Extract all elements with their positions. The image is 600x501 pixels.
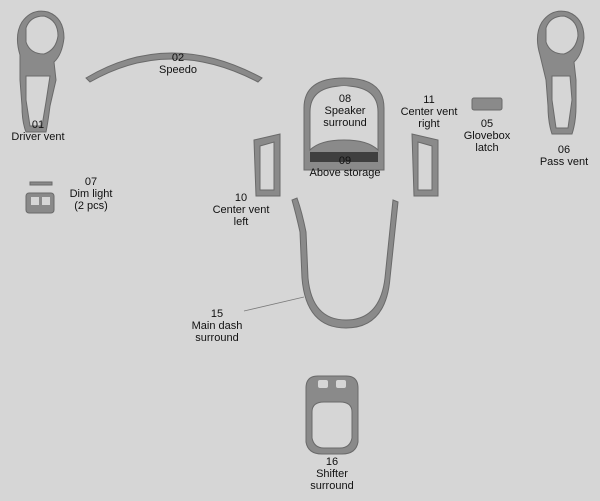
- label-01-num: 01: [31, 119, 45, 131]
- label-07: 07 Dim light (2 pcs): [62, 176, 120, 212]
- label-11-num: 11: [423, 94, 435, 106]
- pass-vent-part: [536, 10, 585, 135]
- label-05-num: 05: [480, 118, 494, 130]
- label-02: 02 Speedo: [150, 52, 206, 76]
- label-16-num: 16: [325, 456, 339, 468]
- label-11-name-line2: right: [418, 118, 440, 130]
- label-10-num: 10: [234, 192, 248, 204]
- center-vent-right-part: [411, 133, 439, 197]
- main-dash-leader-line: [243, 296, 305, 312]
- label-02-name: Speedo: [159, 64, 197, 76]
- label-10: 10 Center vent left: [204, 192, 278, 228]
- label-05-name-line1: Glovebox: [463, 130, 511, 142]
- label-07-name-line1: Dim light: [69, 188, 113, 200]
- label-06: 06 Pass vent: [530, 144, 598, 168]
- label-10-name-line1: Center vent: [212, 204, 270, 216]
- label-10-name-line2: left: [233, 216, 249, 228]
- main-dash-surround-part: [291, 197, 399, 329]
- shifter-surround-part: [305, 375, 359, 455]
- label-15-name-line1: Main dash: [191, 320, 243, 332]
- label-08-name-line2: surround: [323, 117, 367, 129]
- label-15-name-line2: surround: [195, 332, 239, 344]
- label-09-num: 09: [338, 155, 352, 167]
- label-08-num: 08: [338, 93, 352, 105]
- label-11: 11 Center vent right: [392, 94, 466, 130]
- label-15: 15 Main dash surround: [182, 308, 252, 344]
- label-16-name-line2: surround: [310, 480, 354, 492]
- label-11-name-line1: Center vent: [400, 106, 458, 118]
- driver-vent-part: [16, 10, 65, 133]
- label-01: 01 Driver vent: [0, 119, 76, 143]
- glovebox-latch-part: [471, 97, 503, 111]
- label-09-name: Above storage: [309, 167, 381, 179]
- label-09: 09 Above storage: [300, 155, 390, 179]
- label-06-num: 06: [557, 144, 571, 156]
- label-08: 08 Speaker surround: [314, 93, 376, 129]
- label-05-name-line2: latch: [475, 142, 499, 154]
- label-16: 16 Shifter surround: [298, 456, 366, 492]
- center-vent-left-part: [253, 133, 281, 197]
- label-01-name: Driver vent: [11, 131, 65, 143]
- label-07-num: 07: [84, 176, 98, 188]
- label-06-name: Pass vent: [539, 156, 589, 168]
- speaker-storage-part: [303, 77, 385, 171]
- dim-light-part: [25, 181, 55, 214]
- label-08-name-line1: Speaker: [324, 105, 366, 117]
- speedo-part: [85, 52, 263, 83]
- label-07-name-line2: (2 pcs): [74, 200, 108, 212]
- label-05: 05 Glovebox latch: [454, 118, 520, 154]
- label-16-name-line1: Shifter: [316, 468, 348, 480]
- label-02-num: 02: [171, 52, 185, 64]
- label-15-num: 15: [210, 308, 224, 320]
